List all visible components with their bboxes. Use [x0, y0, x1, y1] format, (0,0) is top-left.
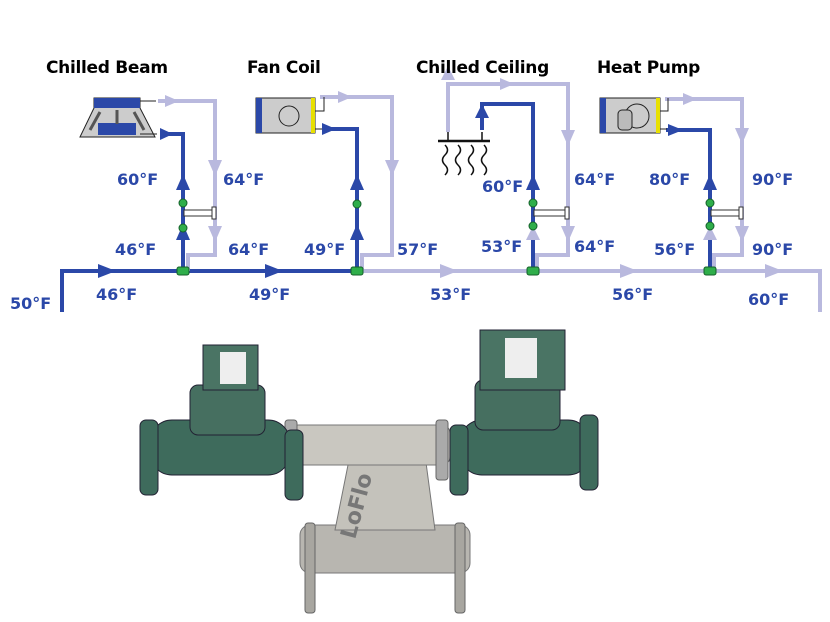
unit-title-fan-coil: Fan Coil [247, 58, 321, 78]
loop-temp: 46°F [96, 285, 138, 304]
chilled-beam-icon [79, 97, 157, 138]
temp-label: 53°F [481, 237, 523, 256]
unit-title-chilled-ceiling: Chilled Ceiling [416, 58, 549, 78]
loop-temp: 60°F [748, 290, 790, 309]
temp-label: 90°F [752, 170, 794, 189]
loop-temp: 53°F [430, 285, 472, 304]
pump-assembly-photo: LoFlo [139, 329, 599, 614]
temp-label: 57°F [397, 240, 439, 259]
loop-temp: 56°F [612, 285, 654, 304]
flow-arrows [98, 66, 783, 278]
loop-entry-temp: 50°F [10, 294, 52, 313]
temp-label: 64°F [574, 170, 616, 189]
loop-temp: 49°F [249, 285, 291, 304]
main-supply-pipe [60, 269, 358, 312]
temp-label: 64°F [223, 170, 265, 189]
temp-label: 64°F [228, 240, 270, 259]
chilled-ceiling-icon [438, 132, 490, 176]
balancing-valves [178, 198, 744, 233]
temp-label: 49°F [304, 240, 346, 259]
tee-fittings [176, 266, 717, 276]
fan-coil-icon [255, 97, 325, 134]
unit-title-chilled-beam: Chilled Beam [46, 58, 168, 78]
beam-return-pipe [158, 99, 217, 271]
temp-label: 60°F [117, 170, 159, 189]
ceiling-return-pipe [446, 82, 570, 271]
temp-label: 64°F [574, 237, 616, 256]
unit-title-heat-pump: Heat Pump [597, 58, 701, 78]
temp-label: 46°F [115, 240, 157, 259]
temp-label: 90°F [752, 240, 794, 259]
temp-label: 56°F [654, 240, 696, 259]
main-return-pipe [358, 269, 822, 312]
fancoil-return-pipe [320, 95, 394, 271]
heat-pump-icon [599, 97, 669, 134]
heatpump-return-pipe [665, 97, 744, 271]
temp-label: 60°F [482, 177, 524, 196]
temp-label: 80°F [649, 170, 691, 189]
